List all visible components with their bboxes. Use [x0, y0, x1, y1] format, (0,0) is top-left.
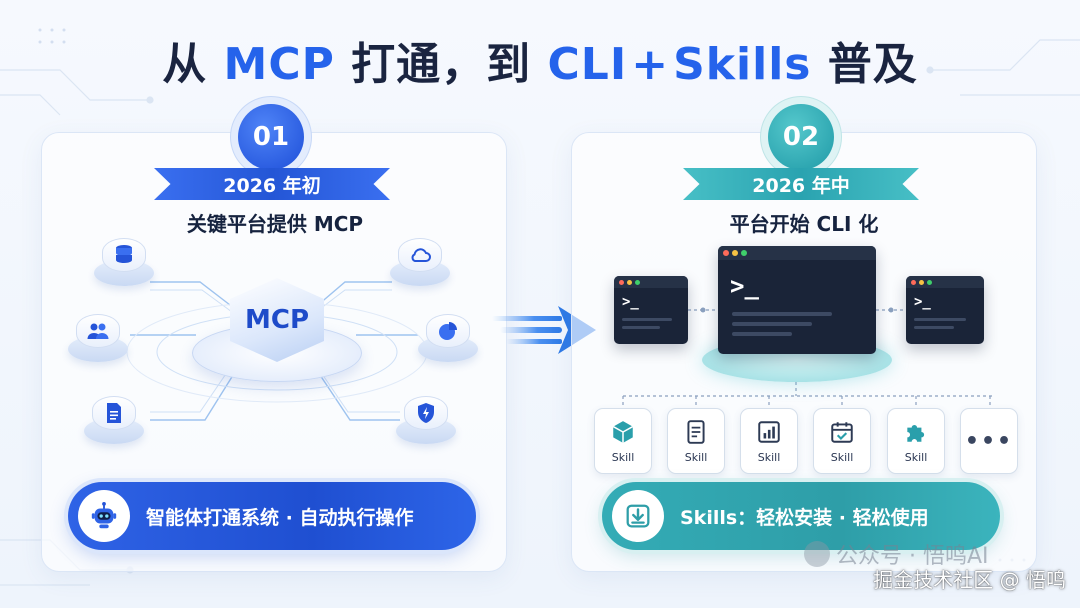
right-summary-text: Skills：轻松安装 · 轻松使用 — [680, 506, 929, 529]
step-number-02: 02 — [768, 104, 834, 170]
title-text: 打通，到 — [334, 39, 548, 90]
watermark-text: 公众号 · 悟鸣AI — [836, 544, 989, 569]
skill-card[interactable]: Skill — [667, 408, 725, 474]
pie-chart-icon — [439, 322, 457, 340]
users-node — [68, 314, 128, 366]
footer-credit: 掘金技术社区 @ 悟鸣 — [873, 568, 1066, 592]
shield-icon — [418, 403, 434, 423]
document-icon — [107, 403, 121, 423]
database-node — [94, 238, 154, 290]
skill-label: Skill — [611, 450, 635, 464]
pie-chart-node — [418, 314, 478, 366]
left-date-ribbon: 2026 年初 — [154, 168, 390, 200]
right-summary-pill: Skills：轻松安装 · 轻松使用 — [602, 482, 1000, 550]
right-subtitle: 平台开始 CLI 化 — [729, 212, 879, 236]
mcp-hub: MCP — [192, 278, 362, 382]
title-plus: + — [631, 39, 670, 90]
title-text: 从 — [162, 39, 224, 90]
skill-label: Skill — [757, 450, 781, 464]
wechat-icon — [804, 541, 830, 567]
robot-icon — [91, 501, 117, 529]
main-terminal-window: >_ — [718, 246, 876, 354]
step-number-01: 01 — [238, 104, 304, 170]
terminal-prompt-icon: >_ — [914, 294, 931, 310]
users-icon — [87, 323, 109, 339]
title-cli: CLI — [547, 39, 628, 90]
more-skills-card[interactable]: ••• — [960, 408, 1018, 474]
skill-label: Skill — [904, 450, 928, 464]
cube-icon — [612, 420, 634, 443]
cloud-node — [390, 238, 450, 290]
right-date-ribbon: 2026 年中 — [683, 168, 919, 200]
download-icon — [626, 504, 650, 528]
more-icon: ••• — [964, 428, 1014, 454]
title-mcp: MCP — [223, 39, 335, 90]
skill-label: Skill — [684, 450, 708, 464]
calendar-check-icon — [831, 421, 853, 443]
document-node — [84, 396, 144, 448]
small-terminal-left: >_ — [614, 276, 688, 344]
left-summary-text: 智能体打通系统 · 自动执行操作 — [146, 506, 414, 529]
skill-label: Skill — [830, 450, 854, 464]
skill-card[interactable]: Skill — [813, 408, 871, 474]
skill-card[interactable]: Skill — [594, 408, 652, 474]
cloud-icon — [411, 248, 431, 262]
page-title: 从 MCP 打通，到 CLI+Skills 普及 — [0, 28, 1080, 92]
title-text: 普及 — [811, 39, 918, 90]
shield-node — [396, 396, 456, 448]
puzzle-icon — [907, 424, 925, 442]
bar-chart-icon — [758, 420, 780, 443]
small-terminal-right: >_ — [906, 276, 984, 344]
left-summary-pill: 智能体打通系统 · 自动执行操作 — [68, 482, 476, 550]
terminal-prompt-icon: >_ — [730, 272, 759, 300]
checklist-icon — [687, 419, 705, 444]
watermark: 公众号 · 悟鸣AI — [804, 538, 989, 570]
terminal-prompt-icon: >_ — [622, 294, 639, 310]
title-skills: Skills — [673, 39, 812, 90]
database-icon — [116, 245, 132, 263]
skill-card[interactable]: Skill — [887, 408, 945, 474]
skill-card[interactable]: Skill — [740, 408, 798, 474]
left-subtitle: 关键平台提供 MCP — [186, 212, 364, 236]
